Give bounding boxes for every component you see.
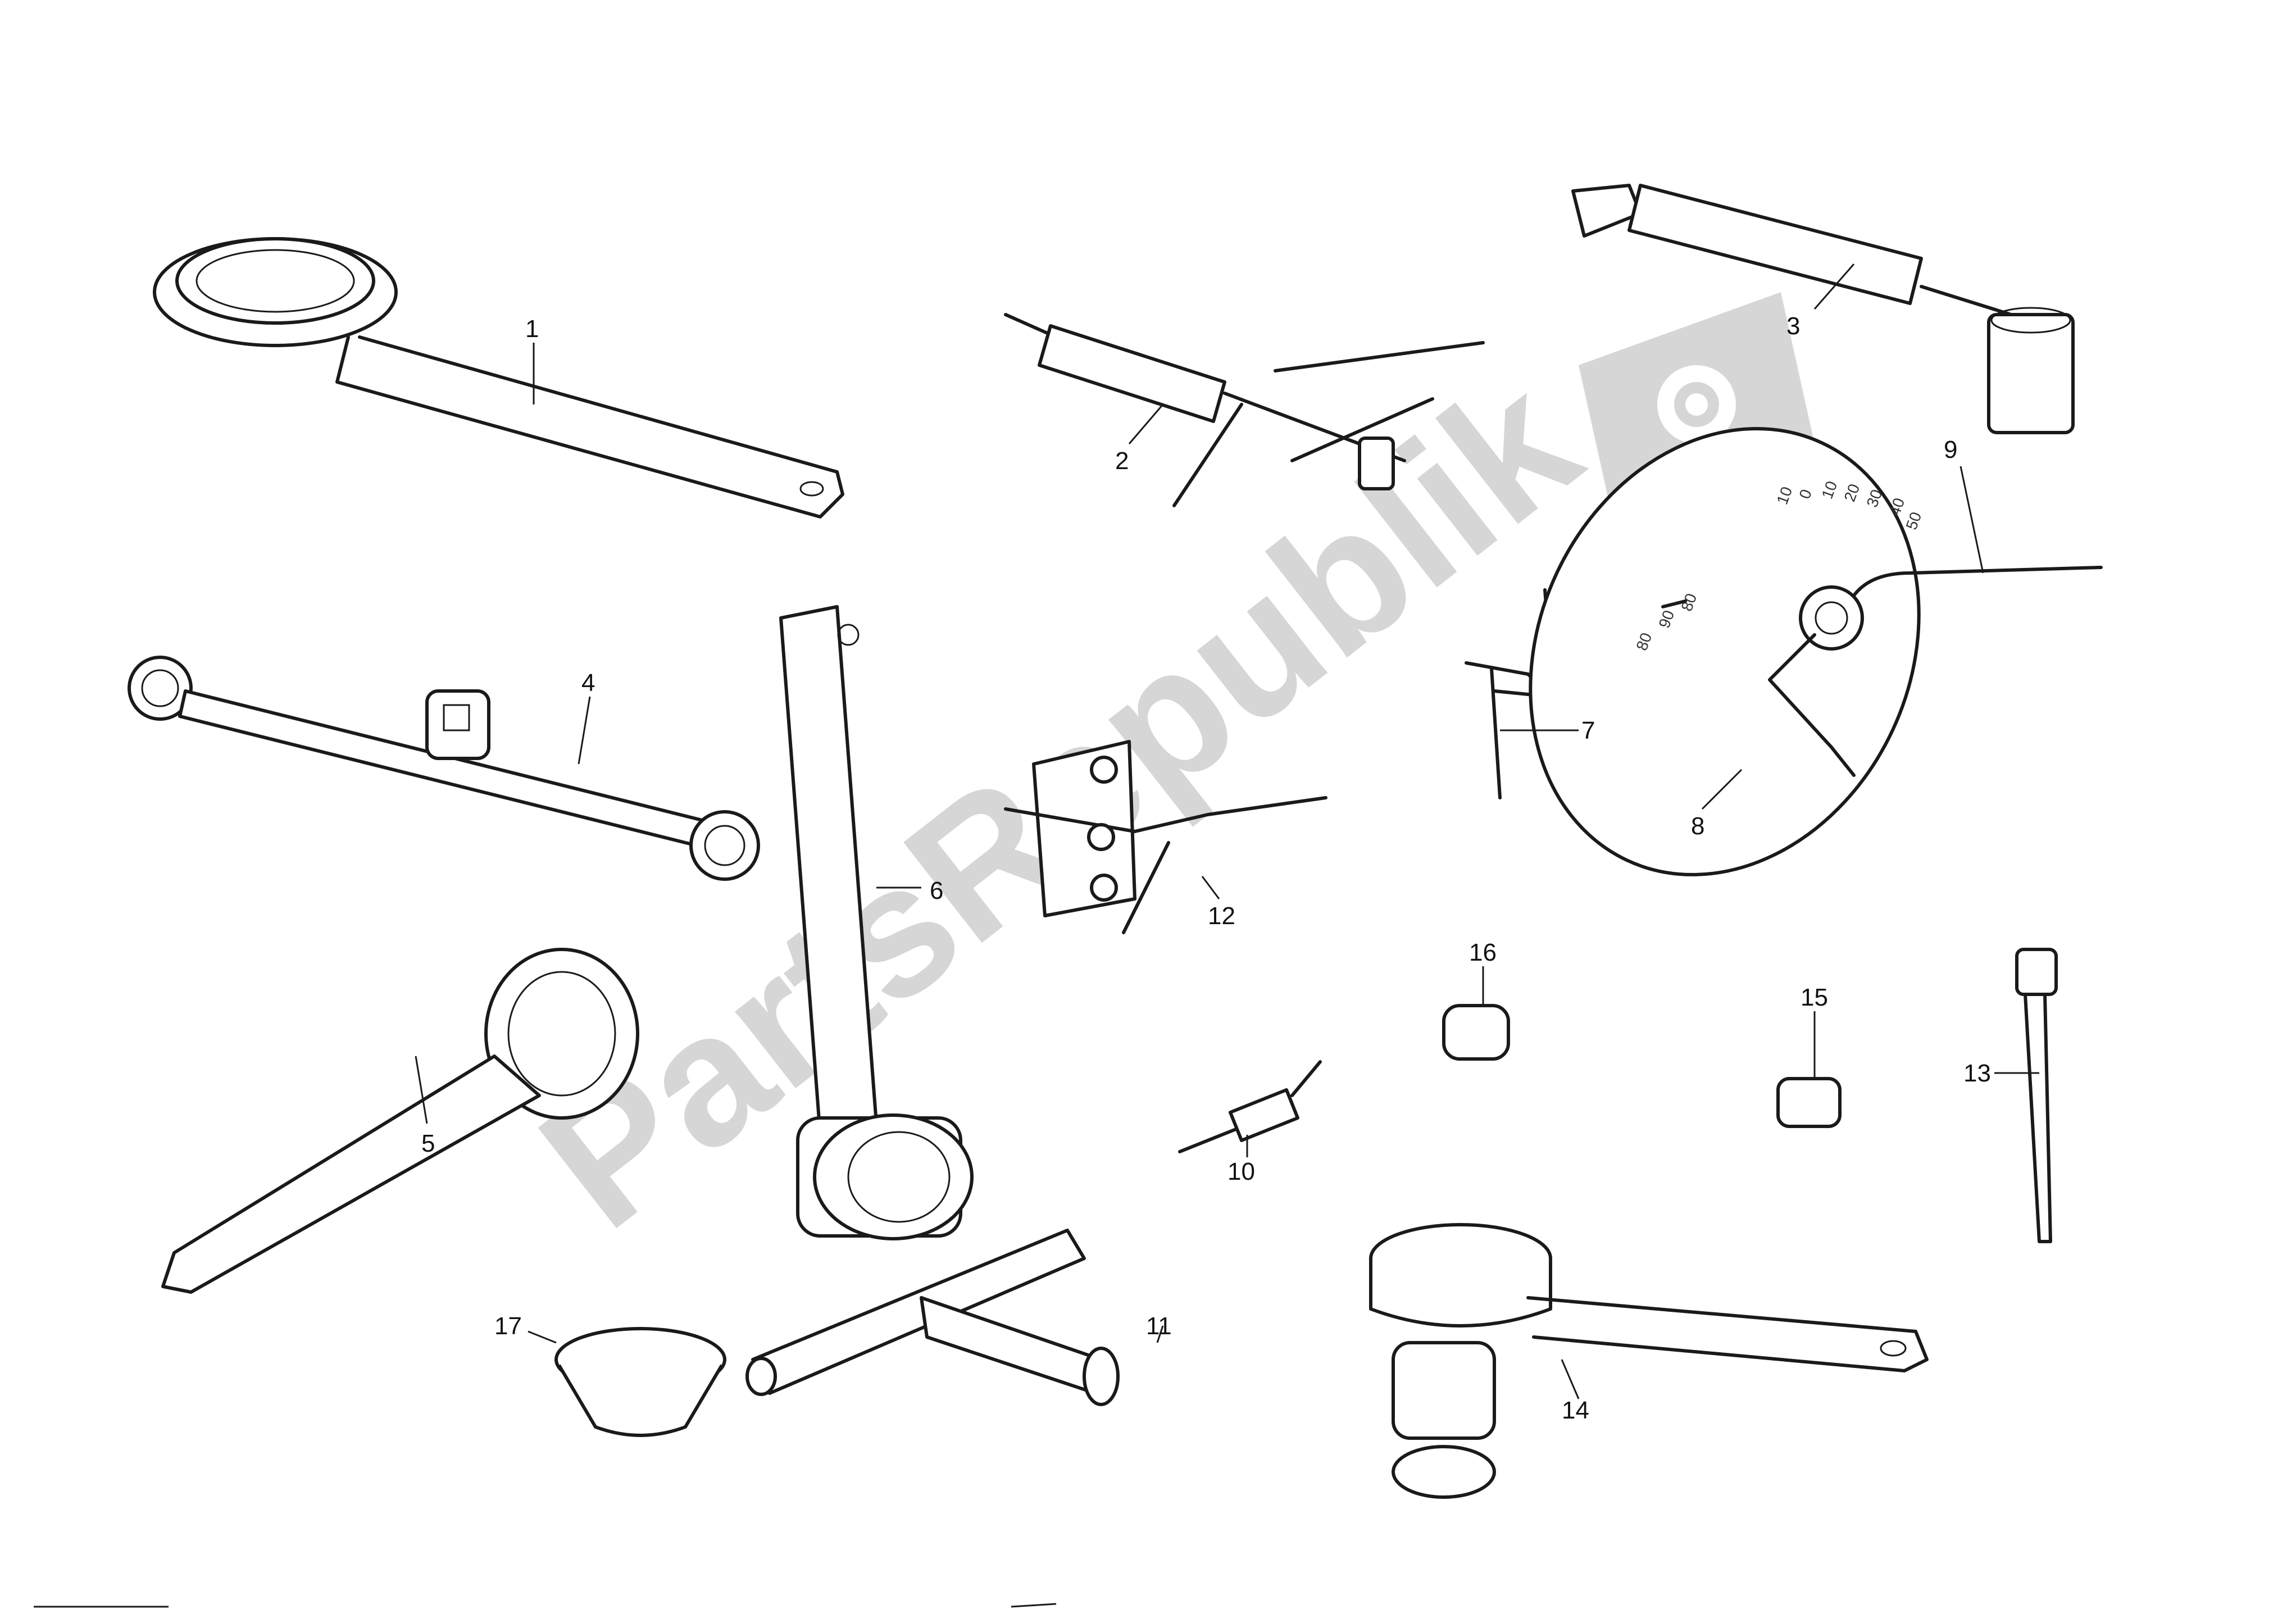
- dial-mark: 50: [1903, 510, 1925, 532]
- callout-4: 4: [581, 669, 595, 697]
- callout-10: 10: [1227, 1158, 1255, 1185]
- callout-15: 15: [1801, 984, 1828, 1011]
- tool-2-puller: [1004, 313, 1485, 507]
- callout-9: 9: [1944, 436, 1957, 463]
- tool-4-double-wrench: [128, 656, 760, 881]
- tool-16-cap: [1442, 1004, 1510, 1061]
- tool-17-filter-cup: [554, 1327, 726, 1437]
- tool-11-t-wrench: [745, 1229, 1120, 1406]
- callout-3: 3: [1786, 312, 1800, 340]
- callout-11: 11: [1146, 1312, 1172, 1340]
- scan-edge-marks: [34, 1603, 1057, 1608]
- callout-6: 6: [930, 877, 943, 904]
- tool-8-degree-dial: 10 0 10 20 30 40 50 80 90 80: [1529, 427, 1925, 876]
- callout-8: 8: [1691, 812, 1704, 840]
- leader-lines: [415, 263, 2039, 1399]
- tool-1-ring-spanner: [153, 237, 844, 519]
- callout-16: 16: [1469, 939, 1497, 966]
- tool-6-socket-tool: [779, 605, 974, 1240]
- tool-15-cap: [1776, 1077, 1842, 1128]
- callout-13: 13: [1963, 1060, 1991, 1087]
- tool-10-knurled-pin: [1178, 1060, 1322, 1153]
- tool-13-long-pin: [2015, 948, 2058, 1243]
- callout-7: 7: [1581, 717, 1595, 744]
- callout-1: 1: [525, 315, 539, 343]
- tool-12-plate-puller: [1004, 740, 1327, 934]
- tool-14-socket-handle: [1369, 1223, 1929, 1499]
- tool-5-socket-wrench: [161, 948, 639, 1294]
- tool-3-gauge: [1571, 184, 2075, 434]
- callouts: 1 2 3 4 5 6 7 8 9 10 11 12 13 14 15 16 1…: [421, 312, 1991, 1424]
- callout-17: 17: [494, 1312, 522, 1340]
- callout-5: 5: [421, 1130, 435, 1157]
- callout-2: 2: [1115, 447, 1129, 475]
- callout-12: 12: [1208, 902, 1235, 930]
- callout-14: 14: [1562, 1397, 1589, 1424]
- tool-9-pointer: [1768, 566, 2103, 777]
